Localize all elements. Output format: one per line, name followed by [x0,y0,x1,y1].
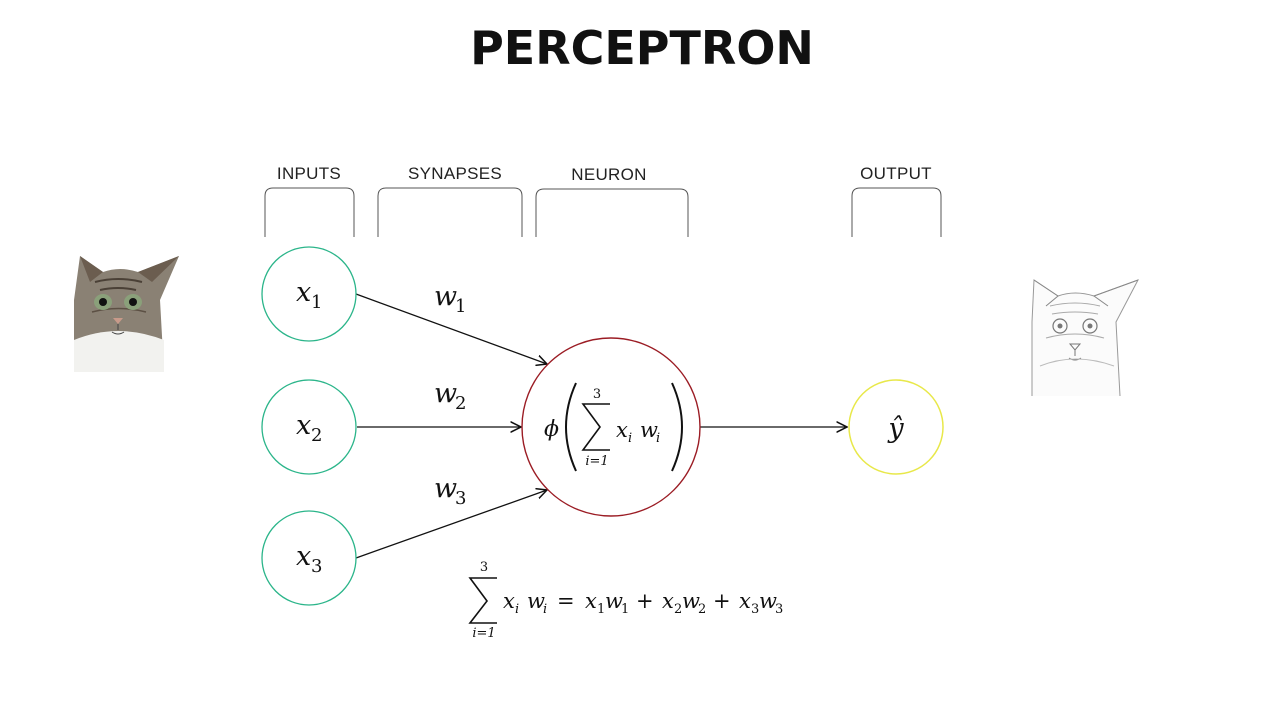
neuron-term-x: x [616,418,628,442]
neuron-term-w: w [640,418,658,442]
formula-term-2-w-sub: 2 [698,602,706,617]
bracket-neuron [535,188,689,237]
neuron-term-x-sub: i [628,431,632,446]
output-label: ŷ [887,413,904,444]
page-title: PERCEPTRON [470,21,814,75]
section-label-output: OUTPUT [860,164,932,183]
formula-lhs-x: x [503,589,515,613]
formula-term-2-w: w [682,589,700,613]
weight-label-2: w 2 [434,378,466,414]
input-node-2-sub: 2 [311,425,322,446]
input-node-2: x 2 [261,379,357,475]
formula-term-3-x: x [739,589,751,613]
neuron-right-paren [671,382,683,472]
weight-1-sub: 1 [455,296,466,317]
formula-term-1-x-sub: 1 [597,602,605,617]
bracket-synapses [377,187,523,237]
formula-lhs-w: w [527,589,545,613]
synapse-edge-3 [355,490,547,559]
formula-term-1-w: w [605,589,623,613]
section-label-synapses: SYNAPSES [408,164,502,183]
weight-3-sub: 3 [455,488,466,509]
weight-label-3: w 3 [434,473,466,509]
neuron-sigma-symbol [581,403,610,451]
input-node-3-var: x [296,541,311,572]
weight-1-var: w [434,281,457,312]
neuron-left-paren [565,382,577,472]
formula-term-2-x-sub: 2 [674,602,682,617]
cat-photo-icon [74,256,179,372]
input-node-1-sub: 1 [311,292,322,313]
formula-plus-2: + [713,589,731,613]
weight-3-var: w [434,473,457,504]
bracket-inputs [264,187,355,237]
input-node-1: x 1 [261,246,357,342]
formula-lhs-x-sub: i [515,602,519,617]
formula-term-3-x-sub: 3 [751,602,759,617]
formula-term-1-x: x [585,589,597,613]
formula-lhs-w-sub: i [543,602,547,617]
bracket-output [851,187,942,237]
section-label-neuron: NEURON [571,165,646,184]
formula-equals: = [557,589,575,613]
formula-term-3-w-sub: 3 [775,602,783,617]
input-node-3: x 3 [261,510,357,606]
formula-sum-upper: 3 [480,560,488,575]
formula-term-1-w-sub: 1 [621,602,629,617]
weighted-sum-formula: 3 i=1 x i w i = x 1 w 1 + x 2 w 2 + x 3 … [468,560,783,641]
section-label-inputs: INPUTS [277,164,341,183]
synapse-edge-1 [355,293,547,364]
formula-sum-lower: i=1 [472,626,495,641]
cat-sketch-icon [1031,279,1140,397]
neuron-sum-upper: 3 [593,387,601,402]
input-node-1-var: x [296,277,311,308]
input-node-3-sub: 3 [311,556,322,577]
input-node-2-var: x [296,410,311,441]
neuron-sum-lower: i=1 [585,454,608,469]
weight-2-var: w [434,378,457,409]
formula-sigma-symbol [468,577,497,624]
formula-plus-1: + [636,589,654,613]
formula-term-3-w: w [759,589,777,613]
formula-term-2-x: x [662,589,674,613]
weight-label-1: w 1 [434,281,466,317]
weight-2-sub: 2 [455,393,466,414]
neuron-term-w-sub: i [656,431,660,446]
neuron-phi: ϕ [544,417,559,442]
output-node: ŷ [848,379,944,475]
neuron-node: ϕ 3 i=1 x i w i [521,337,701,517]
